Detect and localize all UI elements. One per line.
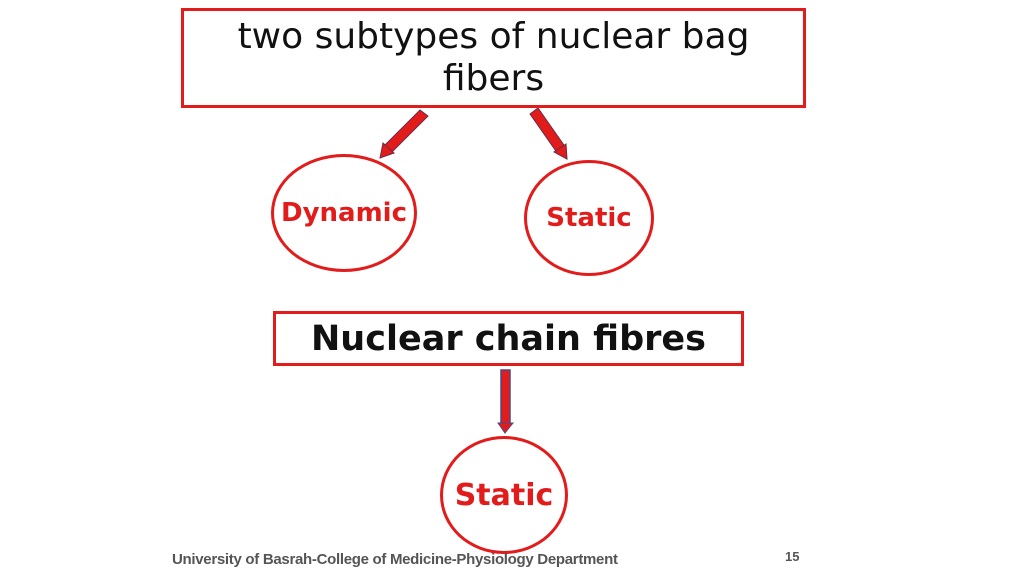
footer-institution: University of Basrah-College of Medicine…: [172, 551, 618, 568]
chain-fibres-title: Nuclear chain fibres: [311, 318, 706, 359]
chain-fibres-box: Nuclear chain fibres: [273, 311, 744, 366]
arrow-to-static-bag: [529, 107, 568, 160]
static-chain-label: Static: [454, 477, 554, 513]
page-number: 15: [785, 549, 800, 564]
bag-fibers-title-box: two subtypes of nuclear bag fibers: [181, 8, 806, 108]
arrow-to-static-chain: [497, 369, 515, 434]
static-bag-node: Static: [524, 160, 654, 276]
static-chain-node: Static: [440, 436, 568, 554]
static-bag-label: Static: [546, 203, 632, 233]
bag-fibers-title: two subtypes of nuclear bag fibers: [237, 16, 750, 99]
dynamic-node: Dynamic: [271, 154, 417, 272]
arrow-to-dynamic: [379, 109, 429, 159]
dynamic-label: Dynamic: [280, 198, 407, 228]
